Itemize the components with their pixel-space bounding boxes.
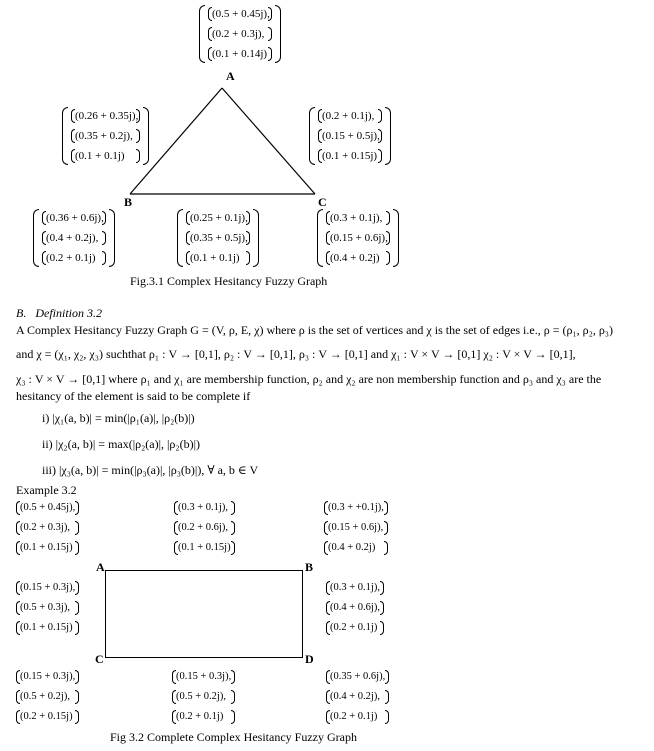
ex-vertex-c-values: (0.15 + 0.3j), (0.5 + 0.2j), (0.2 + 0.15… xyxy=(16,667,80,727)
definition-heading: B. Definition 3.2 xyxy=(16,305,102,322)
value-row: (0.5 + 0.2j), xyxy=(16,687,80,707)
value-row: (0.3 + 0.1j), xyxy=(326,578,384,598)
fig1-vertex-c-label: C xyxy=(318,195,327,209)
value-row: (0.15 + 0.3j), xyxy=(16,578,80,598)
value-row: (0.25 + 0.1j), xyxy=(186,208,250,228)
ex-vertex-d-label: D xyxy=(305,652,314,666)
definition-heading-letter: B. xyxy=(16,306,27,320)
fig1-edge-ab-values: (0.26 + 0.35j), (0.35 + 0.2j), (0.1 + 0.… xyxy=(62,106,150,166)
value-row: (0.26 + 0.35j), xyxy=(71,106,141,126)
ex-edge-ac-values: (0.15 + 0.3j), (0.5 + 0.3j), (0.1 + 0.15… xyxy=(16,578,80,638)
example-heading: Example 3.2 xyxy=(16,483,77,497)
value-row: (0.36 + 0.6j), xyxy=(42,208,106,228)
value-row: (0.3 + 0.1j), xyxy=(174,498,235,518)
value-row: (0.1 + 0.14j) xyxy=(208,44,272,64)
value-row: (0.15 + 0.3j), xyxy=(172,667,236,687)
ex-vertex-c-label: C xyxy=(95,652,104,666)
value-row: (0.4 + 0.2j) xyxy=(326,248,390,268)
fig1-vertex-b-label: B xyxy=(124,195,133,209)
value-row: (0.2 + 0.3j), xyxy=(16,518,80,538)
value-row: (0.15 + 0.6j), xyxy=(324,518,388,538)
edge-line-ab xyxy=(129,87,223,195)
value-row: (0.1 + 0.1j) xyxy=(71,146,141,166)
value-row: (0.3 + 0.1j), xyxy=(326,208,390,228)
value-row: (0.15 + 0.6j), xyxy=(326,228,390,248)
ex-vertex-b-label: B xyxy=(305,560,314,574)
ex-vertex-b-values: (0.3 + +0.1j), (0.15 + 0.6j), (0.4 + 0.2… xyxy=(324,498,388,558)
value-row: (0.35 + 0.2j), xyxy=(71,126,141,146)
definition-line-2: and χ = (χ₁, χ₂, χ₃) suchthat ρ₁ : V → [… xyxy=(16,347,576,361)
fig1-vertex-b-values: (0.36 + 0.6j), (0.4 + 0.2j), (0.2 + 0.1j… xyxy=(33,208,115,268)
value-row: (0.1 + 0.15j) xyxy=(174,538,235,558)
ex-vertex-a-label: A xyxy=(96,560,105,574)
definition-line-3: χ₃ : V × V → [0,1] where ρ₁ and χ₁ are m… xyxy=(16,372,602,386)
fig1-caption: Fig.3.1 Complex Hesitancy Fuzzy Graph xyxy=(130,274,328,288)
value-row: (0.4 + 0.6j), xyxy=(326,598,384,618)
value-row: (0.2 + 0.1j) xyxy=(42,248,106,268)
value-row: (0.2 + 0.1j), xyxy=(318,106,382,126)
ex-edge-bd-values: (0.3 + 0.1j), (0.4 + 0.6j), (0.2 + 0.1j) xyxy=(326,578,384,638)
triangle-graph xyxy=(129,87,316,195)
definition-line-4: hesitancy of the element is said to be c… xyxy=(16,389,251,403)
value-row: (0.1 + 0.1j) xyxy=(186,248,250,268)
ex-vertex-a-values: (0.5 + 0.45j), (0.2 + 0.3j), (0.1 + 0.15… xyxy=(16,498,80,558)
value-row: (0.15 + 0.3j), xyxy=(16,667,80,687)
value-row: (0.1 + 0.15j) xyxy=(16,538,80,558)
value-row: (0.2 + 0.1j) xyxy=(172,707,236,727)
value-row: (0.35 + 0.5j), xyxy=(186,228,250,248)
value-row: (0.2 + 0.15j) xyxy=(16,707,80,727)
value-row: (0.1 + 0.15j) xyxy=(318,146,382,166)
condition-1: i) |χ₁(a, b)| = min(|ρ₁(a)|, |ρ₂(b)|) xyxy=(42,411,195,425)
value-row: (0.3 + +0.1j), xyxy=(324,498,388,518)
condition-3: iii) |χ₃(a, b)| = min(|ρ₃(a)|, |ρ₃(b)|),… xyxy=(42,463,259,477)
value-row: (0.4 + 0.2j), xyxy=(326,687,390,707)
value-row: (0.5 + 0.3j), xyxy=(16,598,80,618)
value-row: (0.2 + 0.6j), xyxy=(174,518,235,538)
value-row: (0.2 + 0.3j), xyxy=(208,24,272,44)
value-row: (0.2 + 0.1j) xyxy=(326,618,384,638)
value-row: (0.2 + 0.1j) xyxy=(326,707,390,727)
definition-heading-title: Definition 3.2 xyxy=(35,306,103,320)
fig1-vertex-a-values: (0.5 + 0.45j), (0.2 + 0.3j), (0.1 + 0.14… xyxy=(199,4,281,64)
fig1-edge-ac-values: (0.2 + 0.1j), (0.15 + 0.5j), (0.1 + 0.15… xyxy=(309,106,391,166)
definition-line-1: A Complex Hesitancy Fuzzy Graph G = (V, … xyxy=(16,323,613,337)
ex-square-graph xyxy=(105,570,303,658)
value-row: (0.5 + 0.45j), xyxy=(16,498,80,518)
fig1-edge-bc-values: (0.25 + 0.1j), (0.35 + 0.5j), (0.1 + 0.1… xyxy=(177,208,259,268)
fig1-vertex-a-label: A xyxy=(226,69,235,83)
value-row: (0.1 + 0.15j) xyxy=(16,618,80,638)
value-row: (0.5 + 0.45j), xyxy=(208,4,272,24)
value-row: (0.5 + 0.2j), xyxy=(172,687,236,707)
edge-line-ac xyxy=(221,87,316,195)
ex-edge-cd-values: (0.15 + 0.3j), (0.5 + 0.2j), (0.2 + 0.1j… xyxy=(172,667,236,727)
ex-vertex-d-values: (0.35 + 0.6j), (0.4 + 0.2j), (0.2 + 0.1j… xyxy=(326,667,390,727)
value-row: (0.15 + 0.5j), xyxy=(318,126,382,146)
fig1-vertex-c-values: (0.3 + 0.1j), (0.15 + 0.6j), (0.4 + 0.2j… xyxy=(317,208,399,268)
ex-edge-ab-values: (0.3 + 0.1j), (0.2 + 0.6j), (0.1 + 0.15j… xyxy=(174,498,235,558)
value-row: (0.4 + 0.2j) xyxy=(324,538,388,558)
condition-2: ii) |χ₂(a, b)| = max(|ρ₂(a)|, |ρ₂(b)|) xyxy=(42,437,200,451)
fig2-caption: Fig 3.2 Complete Complex Hesitancy Fuzzy… xyxy=(110,730,357,744)
value-row: (0.35 + 0.6j), xyxy=(326,667,390,687)
value-row: (0.4 + 0.2j), xyxy=(42,228,106,248)
